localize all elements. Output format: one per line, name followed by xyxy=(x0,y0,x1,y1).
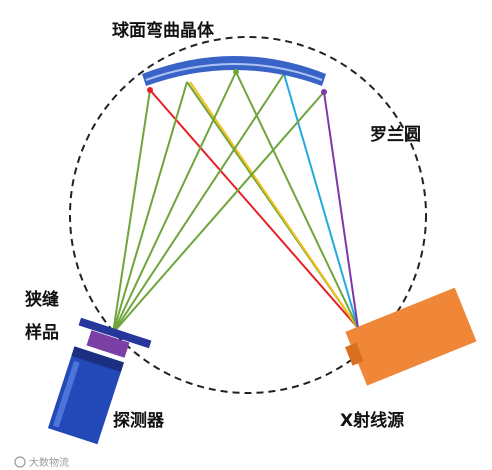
point-purple xyxy=(321,89,327,95)
ray-purple-incident xyxy=(323,91,359,329)
watermark: 大数物流 xyxy=(14,456,69,469)
ray-green-diffracted-1 xyxy=(112,89,151,334)
sample xyxy=(86,330,130,358)
ray-green-diffracted-3 xyxy=(112,71,237,334)
crystal-highlight xyxy=(145,63,323,81)
incident-rays xyxy=(149,71,359,329)
point-red xyxy=(147,87,153,93)
detector-highlight xyxy=(52,360,80,428)
slit-bar xyxy=(78,317,152,349)
detector-top xyxy=(71,346,124,372)
xray-source xyxy=(345,287,477,386)
ray-red-incident xyxy=(149,89,359,329)
label-crystal: 球面弯曲晶体 xyxy=(112,20,215,41)
ray-yellow-incident xyxy=(189,81,359,329)
ray-green-diffracted-5 xyxy=(112,91,325,334)
source-body xyxy=(345,287,477,386)
slit xyxy=(78,317,152,349)
weibo-logo-icon xyxy=(14,456,26,468)
label-sample: 样品 xyxy=(25,322,59,343)
ray-green-diffracted-2 xyxy=(112,81,188,334)
bent-crystal xyxy=(142,56,326,86)
crystal-outer-band xyxy=(142,56,326,86)
detector-body xyxy=(47,346,124,445)
detector xyxy=(47,346,124,445)
ray-green-diffracted-4 xyxy=(112,73,285,334)
watermark-text: 大数物流 xyxy=(29,456,69,469)
rowland-circle xyxy=(69,36,427,394)
source-nozzle xyxy=(345,342,364,366)
label-xray-source: X射线源 xyxy=(340,410,404,431)
label-slit: 狭缝 xyxy=(24,289,59,310)
ray-blue-incident xyxy=(283,73,359,329)
sample-block xyxy=(86,330,130,358)
diffracted-rays xyxy=(112,71,325,334)
crystal-points xyxy=(147,69,327,95)
point-green xyxy=(233,69,239,75)
label-rowland-circle: 罗兰圆 xyxy=(370,124,421,145)
label-detector: 探测器 xyxy=(113,410,165,431)
